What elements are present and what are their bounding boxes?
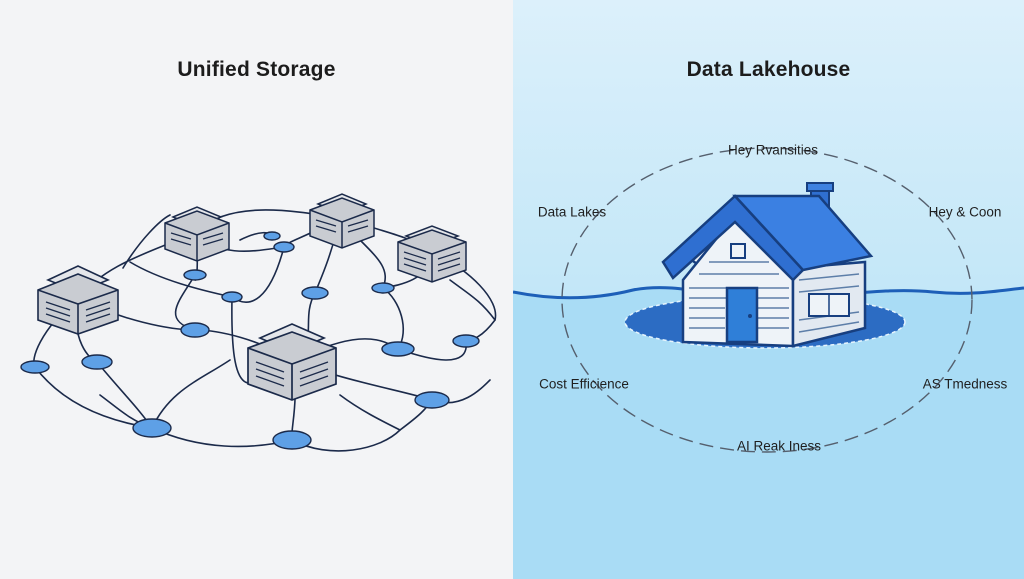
data-node-icon xyxy=(132,418,172,438)
label-cost-efficience: Cost Efficience xyxy=(539,376,629,392)
data-node-icon xyxy=(180,322,210,338)
unified-storage-panel: Unified Storage xyxy=(0,0,513,579)
label-data-lakes: Data Lakes xyxy=(537,204,607,220)
label-top-right: Hey & Coon xyxy=(928,204,1002,220)
data-node-icon xyxy=(183,269,207,281)
server-stack-icon xyxy=(164,206,230,262)
data-node-icon xyxy=(273,241,295,253)
server-stack-icon xyxy=(397,225,467,283)
house-icon xyxy=(661,182,874,348)
data-node-icon xyxy=(221,291,243,303)
server-stack-icon xyxy=(309,193,375,249)
lakehouse-diagram xyxy=(513,147,1024,579)
data-node-icon xyxy=(381,341,415,357)
data-node-icon xyxy=(263,231,281,241)
data-node-icon xyxy=(371,282,395,294)
label-top: Hey Rvansities xyxy=(727,142,819,158)
data-node-icon xyxy=(452,334,480,348)
data-lakehouse-panel: Data Lakehouse Hey Rvansities Data Lakes… xyxy=(513,0,1024,579)
data-nodes xyxy=(20,231,480,450)
server-stack-icon xyxy=(37,265,119,335)
data-lakehouse-title: Data Lakehouse xyxy=(686,58,851,81)
door-icon xyxy=(725,286,759,344)
label-bottom-right: AS Tmedness xyxy=(922,376,1008,392)
feature-ring xyxy=(561,147,973,453)
data-node-icon xyxy=(81,354,113,370)
data-node-icon xyxy=(20,360,50,374)
data-node-icon xyxy=(272,430,312,450)
water-surface xyxy=(513,287,1024,579)
data-node-icon xyxy=(414,391,450,409)
label-bottom: AI Reak Iness xyxy=(736,438,822,454)
unified-storage-title: Unified Storage xyxy=(177,58,336,81)
storage-network-diagram xyxy=(20,193,497,452)
server-stack-icon xyxy=(247,323,337,401)
data-node-icon xyxy=(301,286,329,300)
